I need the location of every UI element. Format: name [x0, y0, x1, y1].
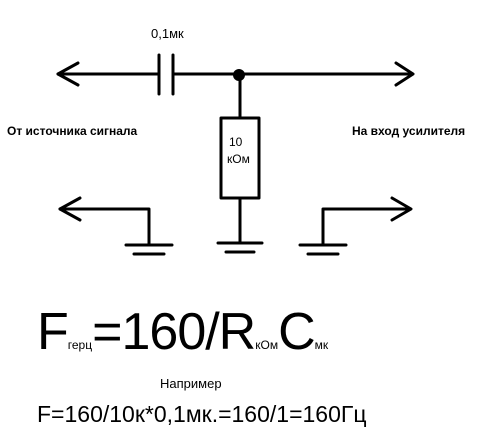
amplifier-arrow-bottom	[390, 196, 413, 222]
formula-f: F	[37, 303, 69, 361]
source-label: От источника сигнала	[7, 124, 138, 138]
example-calculation: F=160/10к*0,1мк.=160/1=160Гц	[37, 401, 367, 427]
amplifier-wire-bottom	[321, 207, 412, 246]
source-wire-bottom	[58, 207, 151, 246]
formula-middle: =160/R	[92, 303, 256, 361]
formula-f-subscript: герц	[67, 338, 93, 352]
junction-dot	[233, 69, 245, 81]
capacitor-label: 0,1мк	[151, 26, 184, 41]
formula-c-subscript: мк	[314, 338, 329, 352]
amplifier-arrow-top	[394, 61, 415, 87]
example-label: Например	[160, 376, 222, 391]
amplifier-label: На вход усилителя	[352, 124, 466, 138]
resistor-unit: кОм	[227, 152, 250, 166]
source-arrow-top	[56, 61, 80, 87]
formula-r-subscript: кОм	[255, 338, 279, 352]
frequency-formula: Fгерц=160/RкОмCмк	[37, 304, 328, 373]
formula-c: C	[278, 303, 316, 361]
source-arrow-bottom	[58, 196, 82, 222]
resistor-value: 10	[229, 135, 243, 149]
